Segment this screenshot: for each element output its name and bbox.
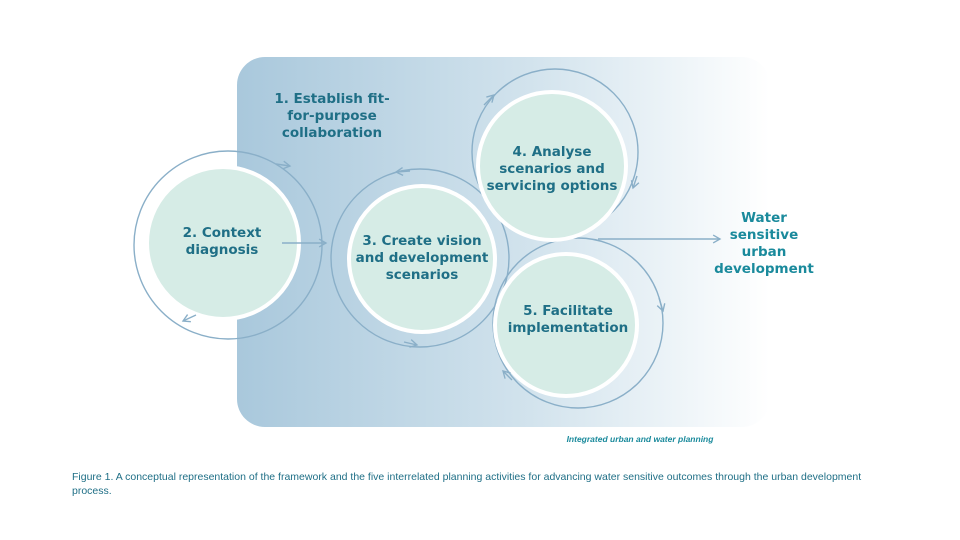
framework-label: Integrated urban and water planning bbox=[566, 434, 714, 444]
node-facilitate-implementation bbox=[493, 252, 639, 398]
label-facilitate-implementation: 5. Facilitate implementation bbox=[498, 303, 638, 337]
label-line: and development bbox=[355, 250, 489, 266]
label-line: sensitive bbox=[729, 227, 799, 243]
label-line: 3. Create vision bbox=[362, 233, 482, 249]
label-analyse-scenarios: 4. Analyse scenarios and servicing optio… bbox=[478, 144, 626, 195]
label-outcome: Water sensitive urban development bbox=[704, 210, 824, 278]
label-line: collaboration bbox=[281, 125, 383, 141]
ring-create-vision bbox=[330, 168, 510, 348]
label-line: Water bbox=[741, 210, 787, 226]
label-line: for-purpose bbox=[287, 108, 377, 124]
label-line: scenarios and bbox=[499, 161, 605, 177]
cycle-arrowhead bbox=[483, 94, 495, 106]
ring-facilitate-implementation bbox=[492, 237, 664, 409]
label-context-diagnosis: 2. Context diagnosis bbox=[162, 225, 282, 259]
label-establish-collaboration: 1. Establish fit- for-purpose collaborat… bbox=[262, 91, 402, 142]
label-line: scenarios bbox=[385, 267, 459, 283]
label-line: 5. Facilitate bbox=[523, 303, 613, 319]
cycle-arrowhead bbox=[394, 167, 411, 177]
label-line: implementation bbox=[507, 320, 629, 336]
cycle-arrowhead bbox=[181, 314, 197, 323]
label-line: diagnosis bbox=[185, 242, 259, 258]
cycle-arrowhead bbox=[275, 160, 292, 170]
cycle-arrowhead bbox=[656, 297, 666, 313]
label-line: 1. Establish fit- bbox=[274, 91, 390, 107]
node-analyse-scenarios bbox=[476, 90, 628, 242]
cycle-arrowhead bbox=[403, 339, 419, 348]
label-line: 2. Context bbox=[182, 225, 262, 241]
cycle-arrowhead bbox=[502, 370, 513, 381]
label-line: 4. Analyse bbox=[512, 144, 592, 160]
node-create-vision bbox=[347, 184, 497, 334]
cycle-arrowhead bbox=[630, 175, 640, 190]
figure-caption: Figure 1. A conceptual representation of… bbox=[72, 471, 862, 497]
label-line: development bbox=[714, 261, 814, 277]
label-line: urban bbox=[741, 244, 787, 260]
label-line: servicing options bbox=[486, 178, 618, 194]
label-create-vision: 3. Create vision and development scenari… bbox=[348, 233, 496, 284]
